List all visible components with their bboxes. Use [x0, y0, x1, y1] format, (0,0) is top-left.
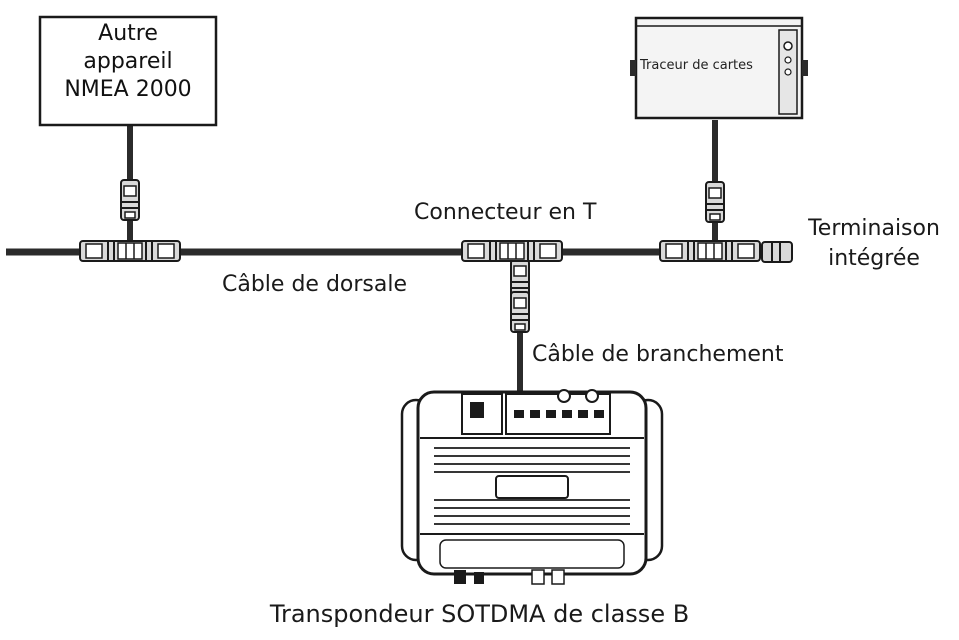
plug-right [705, 181, 725, 223]
t-connector-center [461, 240, 563, 262]
t-connector-label: Connecteur en T [414, 200, 597, 225]
backbone-cable-label: Câble de dorsale [222, 272, 408, 297]
termination-label-line-2: intégrée [828, 246, 920, 271]
chart-plotter-label: Traceur de cartes [640, 58, 753, 73]
t-connector-right [659, 240, 761, 262]
other-device-box [38, 15, 218, 127]
chart-plotter [630, 16, 808, 120]
termination-cap [761, 241, 793, 263]
transponder-device [400, 389, 664, 585]
drop-cable-label: Câble de branchement [532, 342, 784, 367]
other-device-label-line-3: NMEA 2000 [64, 77, 192, 102]
termination-label-line-1: Terminaison [808, 216, 940, 241]
other-device-label-line-1: Autre [98, 21, 158, 46]
other-device-label: Autre appareil NMEA 2000 [40, 20, 216, 104]
plug-transponder-bottom [510, 291, 530, 333]
plug-left [120, 179, 140, 221]
termination-label: Terminaison intégrée [790, 214, 958, 274]
t-connector-left [79, 240, 181, 262]
transponder-label: Transpondeur SOTDMA de classe B [269, 600, 690, 628]
other-device-label-line-2: appareil [83, 49, 173, 74]
